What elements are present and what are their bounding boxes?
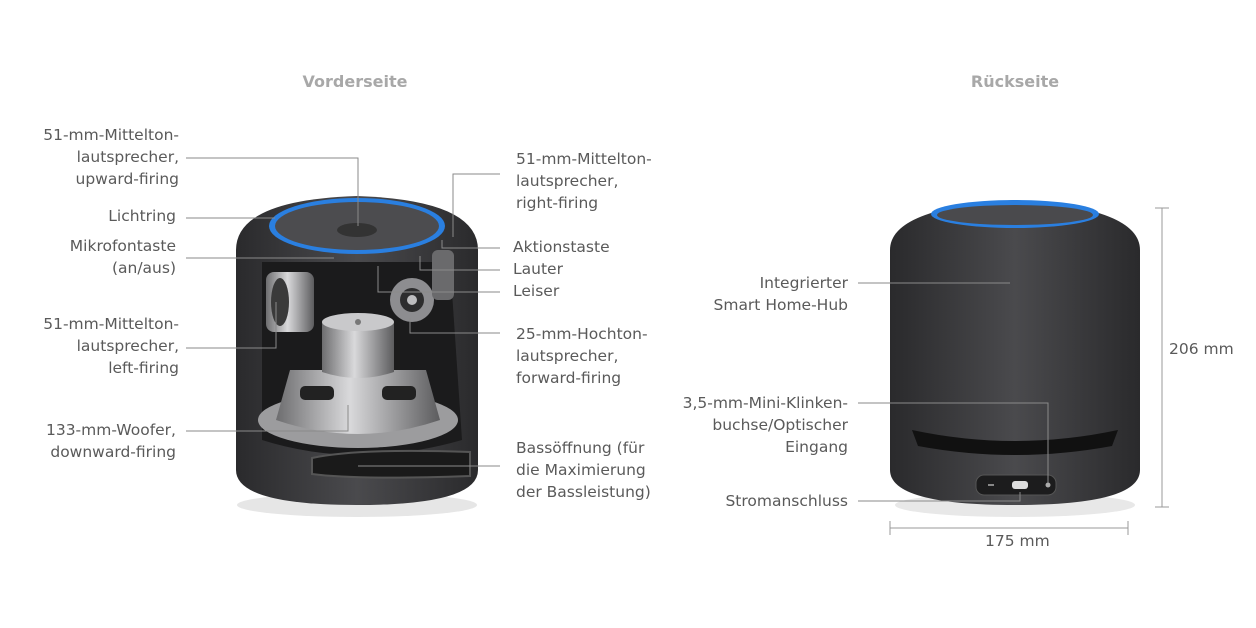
label-tweeter: 25-mm-Hochton- lautsprecher, forward-fir… [516, 325, 648, 387]
front-speaker [236, 196, 478, 517]
label-smart-home-hub: Integrierter Smart Home-Hub [713, 274, 849, 314]
dimension-width: 175 mm [985, 532, 1050, 550]
leader-lines [186, 157, 1049, 502]
label-bass-port: Bassöffnung (für die Maximierung der Bas… [516, 439, 651, 501]
label-midrange-upward: 51-mm-Mittelton- lautsprecher, upward-fi… [43, 126, 179, 188]
label-volume-up: Lauter [513, 260, 563, 278]
label-action-button: Aktionstaste [513, 238, 610, 256]
back-speaker [890, 200, 1140, 517]
label-woofer: 133-mm-Woofer, downward-firing [45, 421, 176, 461]
front-heading: Vorderseite [302, 72, 408, 91]
dimension-height: 206 mm [1169, 340, 1234, 358]
label-midrange-left: 51-mm-Mittelton- lautsprecher, left-firi… [43, 315, 179, 377]
label-mic-button: Mikrofontaste (an/aus) [69, 237, 176, 277]
label-light-ring: Lichtring [108, 207, 176, 225]
back-heading: Rückseite [970, 72, 1060, 91]
dimension-lines [889, 207, 1169, 535]
label-midrange-right: 51-mm-Mittelton- lautsprecher, right-fir… [516, 150, 652, 212]
label-power-port: Stromanschluss [725, 492, 848, 510]
label-audio-jack: 3,5-mm-Mini-Klinken- buchse/Optischer Ei… [682, 394, 848, 456]
label-volume-down: Leiser [513, 282, 560, 300]
